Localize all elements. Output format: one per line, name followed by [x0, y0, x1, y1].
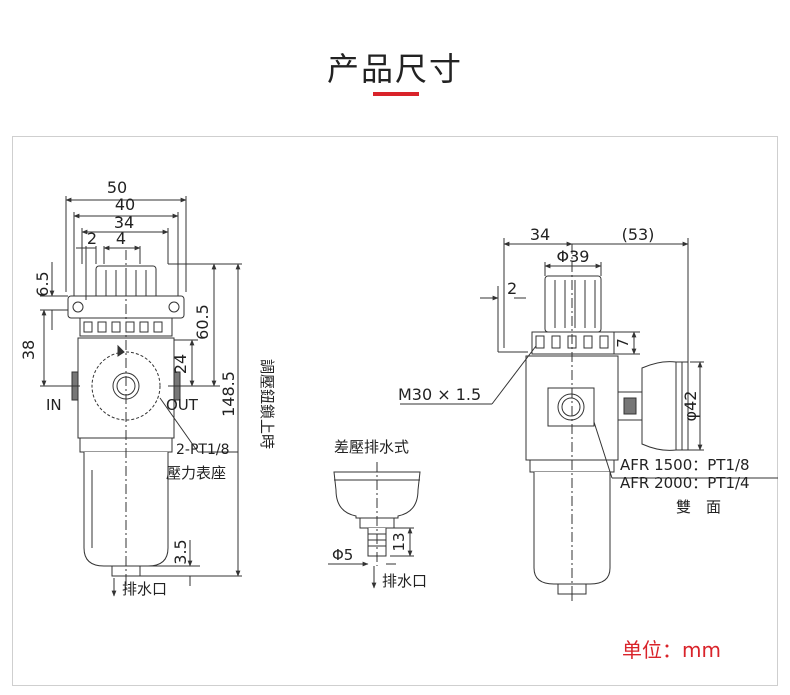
afr1500-label: AFR 1500：PT1/8 — [620, 456, 750, 474]
afr2000-label: AFR 2000：PT1/4 — [620, 474, 750, 492]
dim-13: 13 — [390, 532, 408, 551]
dim-2-side: 2 — [507, 279, 517, 298]
port-label: 2-PT1/8 — [176, 442, 229, 458]
dim-phi42: φ42 — [681, 391, 700, 422]
dim-34-side: 34 — [530, 225, 550, 244]
dim-40: 40 — [115, 195, 135, 214]
dim-6-5: 6.5 — [33, 271, 52, 296]
unit-label: 单位：mm — [622, 638, 721, 662]
side-view — [400, 238, 778, 604]
dim-3-5: 3.5 — [171, 539, 190, 564]
gauge-seat-label: 壓力表座 — [166, 464, 226, 482]
drain-detail-title: 差壓排水式 — [334, 438, 409, 456]
dim-7: 7 — [614, 338, 632, 348]
thread-label: M30 × 1.5 — [398, 385, 481, 404]
drain-detail — [328, 462, 421, 589]
dim-24: 24 — [171, 354, 190, 374]
diagram-panel — [12, 136, 778, 686]
dim-53: (53) — [622, 225, 655, 244]
drain-label: 排水口 — [122, 580, 167, 598]
title-underline — [373, 92, 419, 96]
front-view — [40, 196, 242, 597]
dim-38: 38 — [19, 340, 38, 360]
page-title: 产品尺寸 — [326, 50, 463, 88]
dim-2: 2 — [87, 229, 97, 248]
dim-148-5: 148.5 — [219, 371, 238, 417]
dim-60-5: 60.5 — [193, 304, 212, 340]
dim-34: 34 — [114, 213, 134, 232]
lock-note: 調壓鈕鎖上時 — [258, 359, 276, 449]
side-view-text: 34 (53) Φ39 2 7 φ42 M30 × 1.5 AFR 1500：P… — [398, 225, 750, 516]
front-view-text: 50 40 34 2 4 6.5 38 60.5 24 148.5 調壓鈕鎖上時… — [19, 178, 276, 598]
dim-4: 4 — [116, 229, 126, 248]
drain-detail-text: 差壓排水式 Φ5 13 排水口 — [332, 438, 427, 590]
dim-phi39: Φ39 — [557, 247, 590, 266]
dim-50: 50 — [107, 178, 127, 197]
drain-detail-drain-label: 排水口 — [382, 572, 427, 590]
out-label: OUT — [166, 396, 199, 414]
dim-phi5: Φ5 — [332, 546, 353, 564]
in-label: IN — [46, 396, 62, 414]
both-sides-label: 雙 面 — [676, 498, 721, 516]
